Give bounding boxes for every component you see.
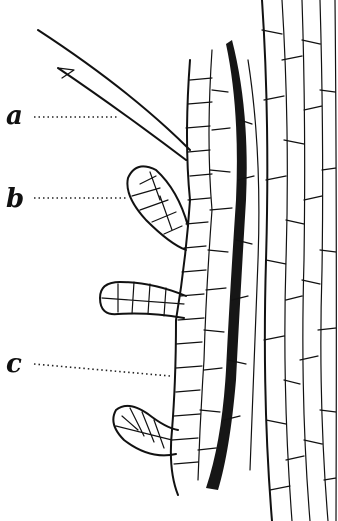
label-c: c bbox=[6, 349, 22, 379]
root-hair bbox=[38, 30, 190, 160]
label-a: a bbox=[6, 101, 23, 131]
label-c-group: c bbox=[6, 349, 170, 379]
outgrowth-b bbox=[127, 166, 188, 250]
vascular-band bbox=[206, 40, 259, 490]
label-b: b bbox=[6, 184, 24, 214]
elongated-tissue bbox=[262, 0, 336, 521]
outgrowth-middle bbox=[100, 282, 186, 318]
outgrowth-lower bbox=[113, 406, 178, 456]
label-b-group: b bbox=[6, 184, 126, 214]
label-a-group: a bbox=[6, 101, 118, 131]
